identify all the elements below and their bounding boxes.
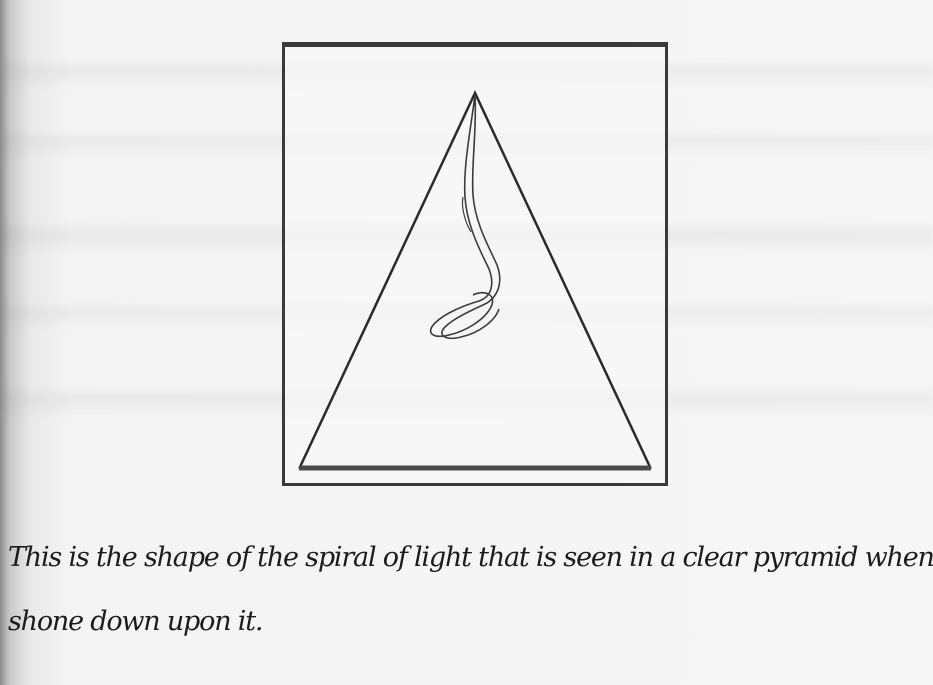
caption-line-1: This is the shape of the spiral of light…	[8, 526, 933, 590]
pyramid-figure	[282, 42, 668, 486]
light-spiral	[431, 95, 500, 338]
pyramid-spiral-icon	[285, 47, 665, 483]
caption-line-2: shone down upon it.	[8, 590, 933, 654]
figure-caption: This is the shape of the spiral of light…	[8, 526, 933, 654]
pyramid-triangle	[300, 93, 650, 467]
